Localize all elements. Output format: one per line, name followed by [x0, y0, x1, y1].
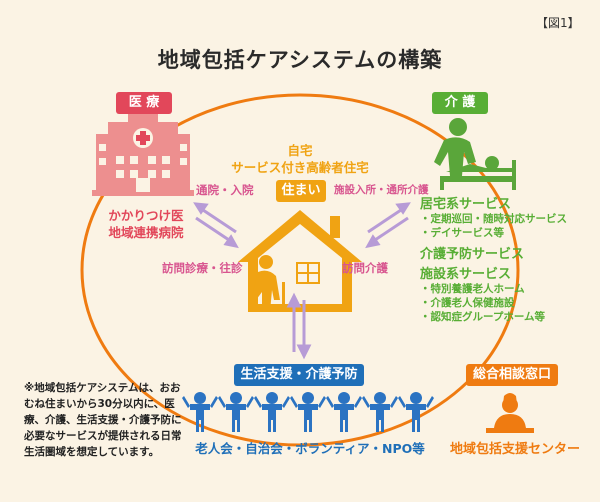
support-center-label: 地域包括支援センター: [449, 442, 580, 457]
facility-service-item: ・介護老人保健施設: [420, 297, 515, 309]
housing-caption-line2: サービス付き高齢者住宅: [231, 160, 369, 175]
elderly-person-icon: [252, 255, 285, 312]
medical-badge: 医 療: [116, 92, 172, 114]
medical-line2: 地域連携病院: [108, 225, 184, 240]
community-groups-label: 老人会・自治会・ボランティア・NPO等: [195, 441, 425, 456]
housing-caption-line1: 自宅: [287, 143, 313, 158]
home-service-item: ・定期巡回・随時対応サービス: [420, 213, 567, 225]
facility-service-item: ・認知症グループホーム等: [420, 311, 546, 323]
diagram-title: 地域包括ケアシステムの構築: [157, 48, 443, 72]
facility-enter-label: 施設入所・通所介護: [334, 184, 429, 196]
figure-label: 【図1】: [536, 16, 580, 30]
home-visit-medical-label: 訪問診療・往診: [162, 261, 243, 275]
hospital-visit-label: 通院・入院: [196, 183, 254, 197]
prevention-services-heading: 介護予防サービス: [420, 247, 525, 262]
service-area-circle: [80, 93, 520, 447]
care-badge: 介 護: [432, 92, 488, 114]
home-service-item: ・デイサービス等: [420, 227, 504, 239]
medical-line1: かかりつけ医: [108, 208, 184, 223]
living-support-badge: 生活支援・介護予防: [234, 364, 364, 386]
consultant-icon: [486, 393, 534, 433]
arrows: [193, 202, 411, 360]
home-services-heading: 居宅系サービス: [420, 197, 512, 212]
facility-services-heading: 施設系サービス: [420, 267, 512, 282]
consultation-badge: 総合相談窓口: [466, 364, 558, 386]
community-people-icons: [182, 392, 434, 432]
facility-service-item: ・特別養護老人ホーム: [420, 283, 525, 295]
home-visit-care-label: 訪問介護: [342, 261, 388, 275]
footnote: ※地域包括ケアシステムは、おおむね住まいから30分以内に、医療、介護、生活支援・…: [24, 382, 182, 458]
housing-badge: 住まい: [276, 180, 326, 202]
caregiver-icon: [434, 118, 516, 190]
